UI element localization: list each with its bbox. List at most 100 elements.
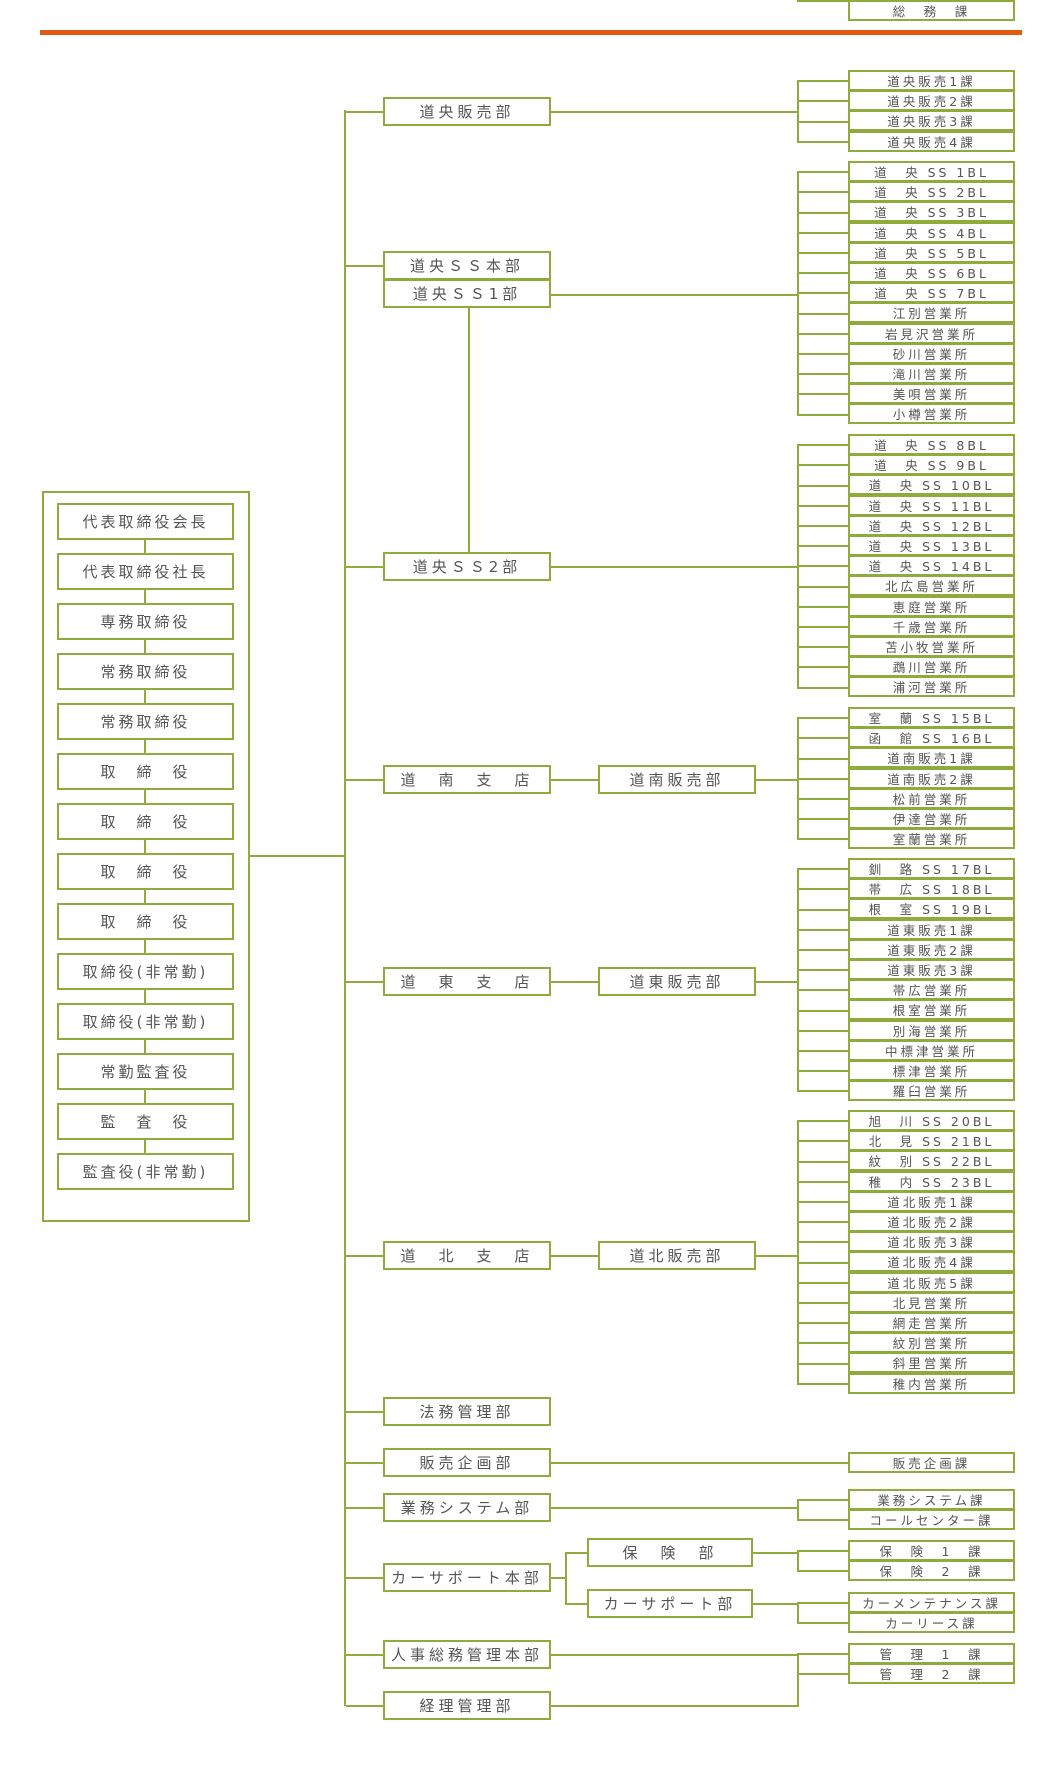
leaf-unit-box: 砂川営業所 <box>848 343 1015 364</box>
leaf-unit-box: 販売企画課 <box>848 1452 1015 1473</box>
connector-line <box>797 1519 848 1521</box>
department-box: カーサポート本部 <box>383 1563 551 1592</box>
leaf-unit-box: 標津営業所 <box>848 1060 1015 1081</box>
connector-line <box>797 444 848 446</box>
connector-line <box>144 740 146 753</box>
connector-line <box>797 1010 848 1012</box>
connector-line <box>551 1577 565 1579</box>
leaf-unit-box: コールセンター課 <box>848 1509 1015 1530</box>
connector-line <box>797 121 848 123</box>
leaf-unit-box: 道 央 SS 13BL <box>848 535 1015 556</box>
leaf-unit-box: 北 見 SS 21BL <box>848 1130 1015 1151</box>
connector-line <box>797 80 799 143</box>
connector-line <box>551 1705 797 1707</box>
connector-line <box>797 989 848 991</box>
connector-line <box>797 1363 848 1365</box>
connector-line <box>797 1322 848 1324</box>
connector-line <box>144 1090 146 1103</box>
accent-bar <box>40 30 1022 35</box>
connector-line <box>753 1552 797 1554</box>
executive-box: 監査役(非常勤) <box>57 1153 234 1190</box>
connector-line <box>797 313 848 315</box>
executive-box: 取 締 役 <box>57 853 234 890</box>
connector-line <box>797 1120 799 1385</box>
leaf-unit-box: 小樽営業所 <box>848 403 1015 424</box>
connector-line <box>797 666 848 668</box>
executive-box: 取締役(非常勤) <box>57 1003 234 1040</box>
connector-line <box>468 308 470 552</box>
leaf-unit-box: 室蘭営業所 <box>848 828 1015 849</box>
leaf-unit-box: 紋 別 SS 22BL <box>848 1150 1015 1171</box>
connector-line <box>797 333 848 335</box>
connector-line <box>249 855 345 857</box>
leaf-unit-box: 帯広営業所 <box>848 979 1015 1000</box>
department-box: 道央ＳＳ2部 <box>383 552 551 581</box>
connector-line <box>346 1255 383 1257</box>
connector-line <box>551 779 598 781</box>
connector-line <box>797 929 848 931</box>
department-box: 道央ＳＳ1部 <box>383 279 551 308</box>
leaf-unit-box: 道 央 SS 4BL <box>848 222 1015 243</box>
leaf-unit-box: 滝川営業所 <box>848 363 1015 384</box>
leaf-unit-box: 道 央 SS 10BL <box>848 474 1015 495</box>
department-box: 経理管理部 <box>383 1691 551 1720</box>
connector-line <box>797 798 848 800</box>
connector-line <box>565 1552 567 1605</box>
connector-line <box>797 1602 848 1604</box>
leaf-unit-box: 函 館 SS 16BL <box>848 727 1015 748</box>
connector-line <box>797 717 848 719</box>
connector-line <box>551 981 598 983</box>
connector-line <box>797 0 848 2</box>
leaf-unit-box: 道南販売2課 <box>848 768 1015 789</box>
leaf-unit-box: 道 央 SS 7BL <box>848 282 1015 303</box>
leaf-unit-box: 帯 広 SS 18BL <box>848 878 1015 899</box>
connector-line <box>797 1570 848 1572</box>
connector-line <box>797 1161 848 1163</box>
leaf-unit-box: 江別営業所 <box>848 302 1015 323</box>
department-box: 業務システム部 <box>383 1493 551 1522</box>
connector-line <box>346 1654 383 1656</box>
connector-line <box>551 1255 598 1257</box>
leaf-unit-box: 中標津営業所 <box>848 1040 1015 1061</box>
connector-line <box>797 969 848 971</box>
leaf-unit-box: 管 理 1 課 <box>848 1643 1015 1664</box>
leaf-unit-box: 総 務 課 <box>848 0 1015 21</box>
connector-line <box>551 1654 797 1656</box>
leaf-unit-box: 道央販売3課 <box>848 110 1015 131</box>
connector-line <box>551 111 797 113</box>
leaf-unit-box: 岩見沢営業所 <box>848 323 1015 344</box>
leaf-unit-box: 伊達営業所 <box>848 808 1015 829</box>
connector-line <box>551 294 797 296</box>
connector-line <box>797 1262 848 1264</box>
connector-line <box>797 1302 848 1304</box>
connector-line <box>144 840 146 853</box>
connector-line <box>797 252 848 254</box>
connector-line <box>797 80 848 82</box>
connector-line <box>756 981 797 983</box>
connector-line <box>797 100 848 102</box>
leaf-unit-box: 道 央 SS 3BL <box>848 201 1015 222</box>
leaf-unit-box: 室 蘭 SS 15BL <box>848 707 1015 728</box>
leaf-unit-box: 道北販売1課 <box>848 1191 1015 1212</box>
leaf-unit-box: 北見営業所 <box>848 1292 1015 1313</box>
leaf-unit-box: 松前営業所 <box>848 788 1015 809</box>
leaf-unit-box: 道北販売4課 <box>848 1251 1015 1272</box>
leaf-unit-box: 道 央 SS 8BL <box>848 434 1015 455</box>
leaf-unit-box: 道央販売2課 <box>848 90 1015 111</box>
connector-line <box>797 1383 848 1385</box>
connector-line <box>756 1255 797 1257</box>
connector-line <box>797 1070 848 1072</box>
connector-line <box>756 779 797 781</box>
division-box: 道東販売部 <box>598 967 756 996</box>
connector-line <box>797 1120 848 1122</box>
executive-box: 取 締 役 <box>57 753 234 790</box>
connector-line <box>797 1462 799 1464</box>
connector-line <box>797 272 848 274</box>
connector-line <box>797 1140 848 1142</box>
connector-line <box>797 626 848 628</box>
leaf-unit-box: 道北販売5課 <box>848 1272 1015 1293</box>
connector-line <box>797 373 848 375</box>
connector-line <box>797 1241 848 1243</box>
connector-line <box>797 909 848 911</box>
leaf-unit-box: 羅臼営業所 <box>848 1080 1015 1101</box>
